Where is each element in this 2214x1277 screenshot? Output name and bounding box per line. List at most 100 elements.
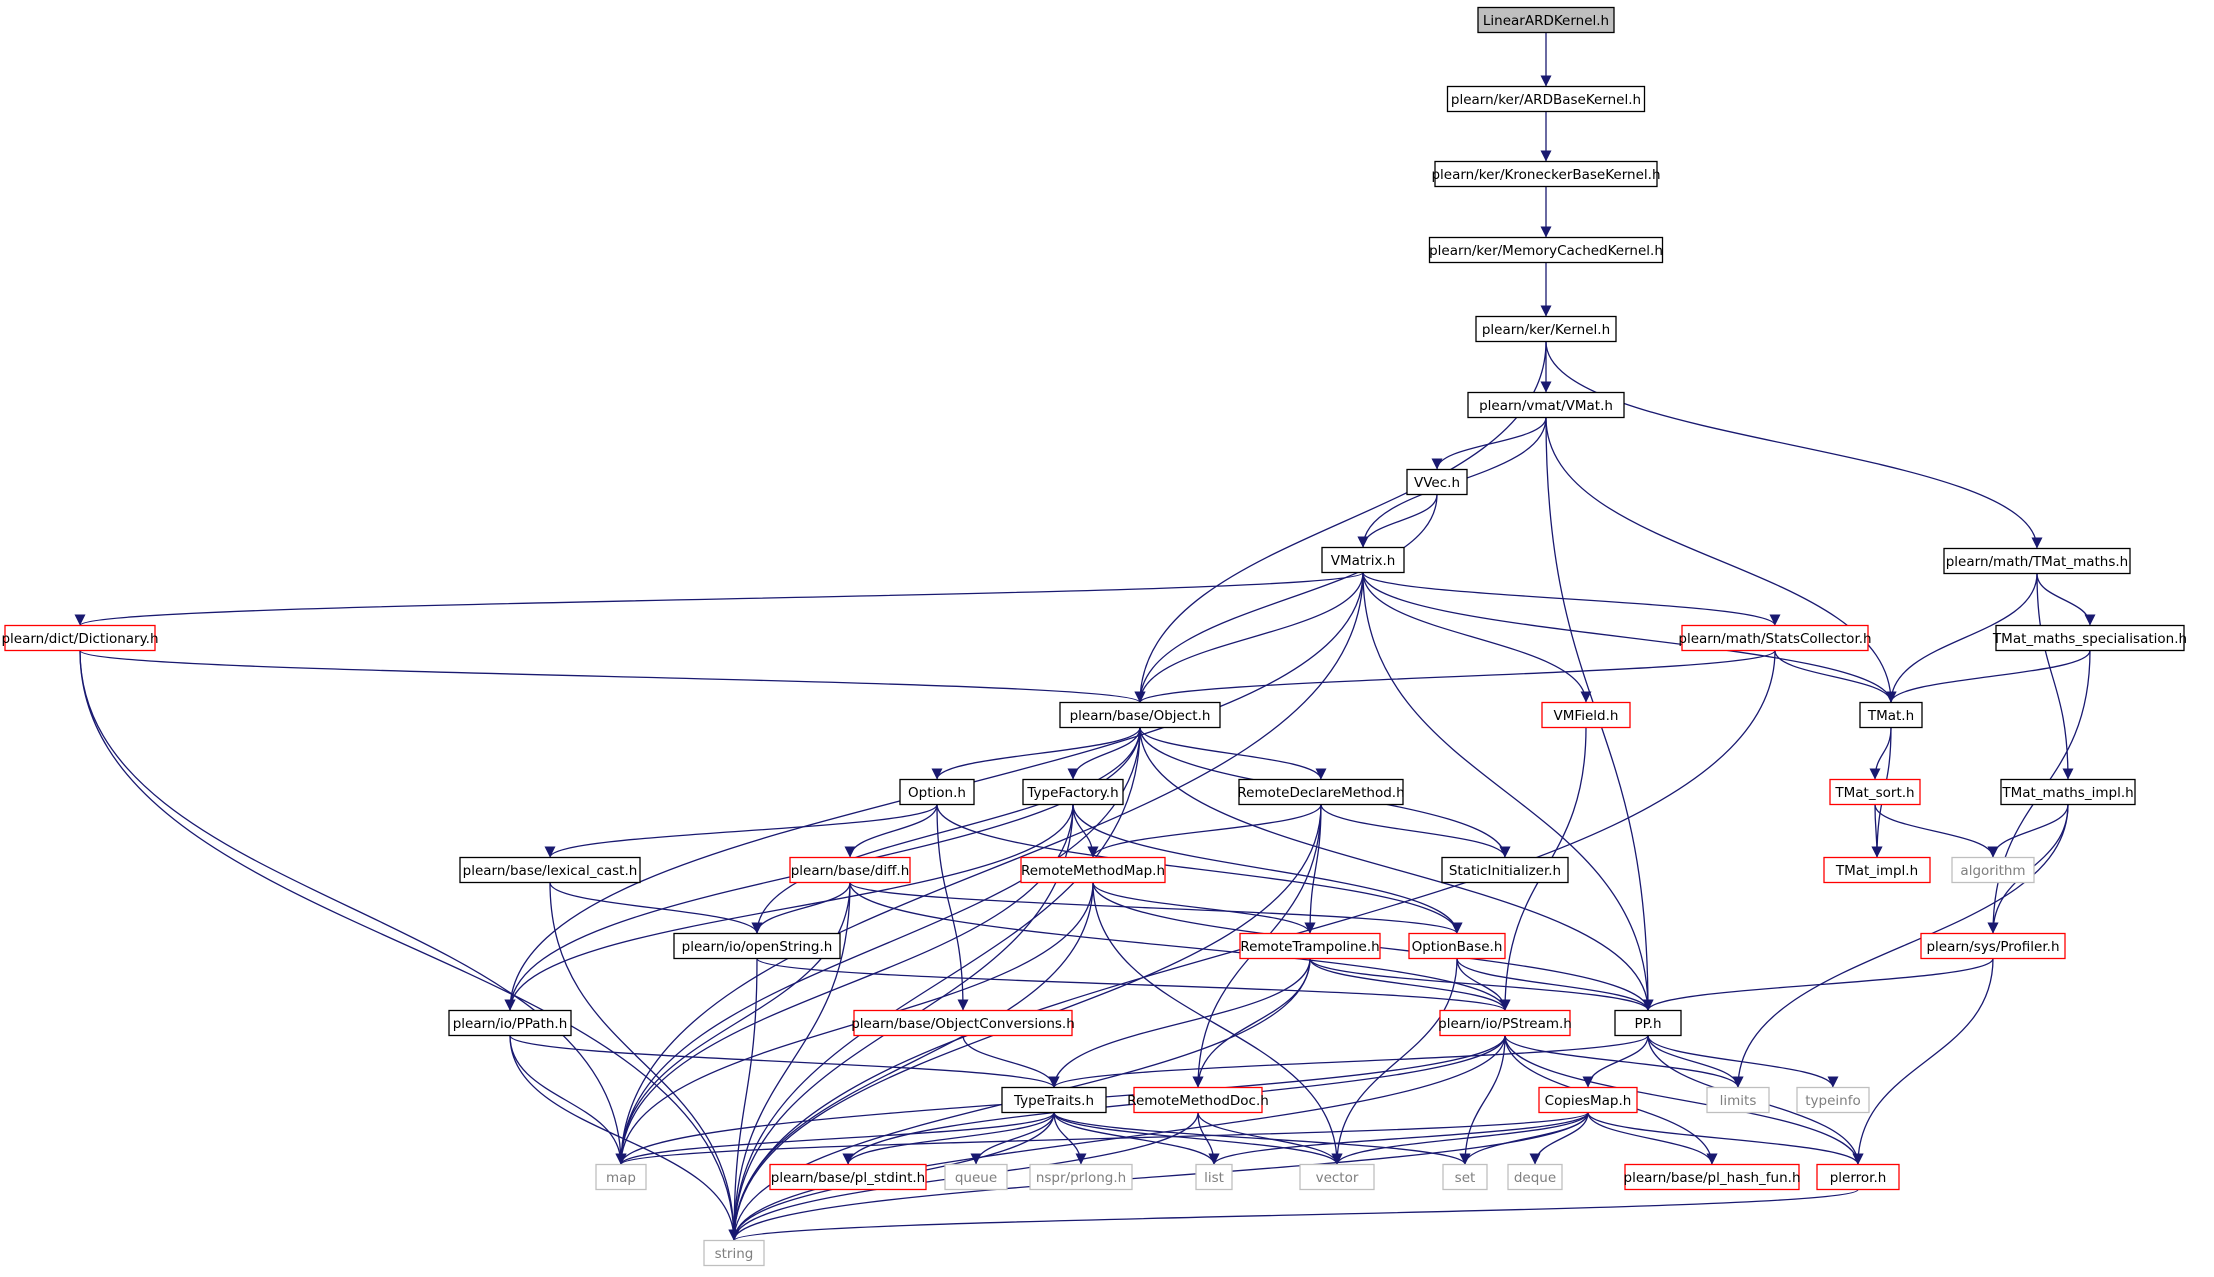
node-tmat[interactable]: TMat.h: [1859, 701, 1923, 729]
node-box: [459, 856, 641, 884]
node-tmsort[interactable]: TMat_sort.h: [1829, 778, 1921, 806]
node-rmdoc[interactable]: RemoteMethodDoc.h: [1127, 1086, 1269, 1114]
node-tmatimpl[interactable]: TMat_impl.h: [1823, 856, 1931, 884]
node-optionbase[interactable]: OptionBase.h: [1408, 932, 1506, 960]
node-vmfield[interactable]: VMField.h: [1541, 701, 1631, 729]
node-label: plearn/io/PStream.h: [1438, 1016, 1572, 1032]
node-profiler[interactable]: plearn/sys/Profiler.h: [1920, 932, 2066, 960]
node-label: plearn/base/lexical_cast.h: [463, 863, 638, 879]
node-label: VVec.h: [1414, 475, 1460, 491]
edge-openstring-to-pstream: [756, 957, 1511, 1012]
node-ardbase[interactable]: plearn/ker/ARDBaseKernel.h: [1446, 85, 1646, 113]
node-rmm[interactable]: RemoteMethodMap.h: [1020, 856, 1166, 884]
node-plstdint[interactable]: plearn/base/pl_stdint.h: [769, 1163, 927, 1191]
node-diff[interactable]: plearn/base/diff.h: [789, 856, 911, 884]
node-box: [448, 1009, 572, 1037]
node-kernel[interactable]: plearn/ker/Kernel.h: [1475, 315, 1617, 343]
node-ppath[interactable]: plearn/io/PPath.h: [448, 1009, 572, 1037]
node-vvec[interactable]: VVec.h: [1406, 468, 1468, 496]
node-label: algorithm: [1960, 863, 2025, 879]
node-label: plerror.h: [1830, 1170, 1887, 1186]
node-dict[interactable]: plearn/dict/Dictionary.h: [1, 624, 159, 652]
node-box: [1238, 778, 1404, 806]
edge-pstream-to-plerror: [1504, 1035, 1864, 1165]
node-box: [1681, 624, 1869, 652]
node-kron[interactable]: plearn/ker/KroneckerBaseKernel.h: [1431, 160, 1661, 188]
edge-plerror-to-string: [728, 1188, 1859, 1242]
node-vmat[interactable]: plearn/vmat/VMat.h: [1467, 391, 1625, 419]
node-box: [944, 1163, 1008, 1191]
node-plerror[interactable]: plerror.h: [1816, 1163, 1900, 1191]
node-tmspec[interactable]: TMat_maths_specialisation.h: [1992, 624, 2187, 652]
edge-typetraits-to-queue: [970, 1112, 1055, 1165]
node-label: VMatrix.h: [1331, 553, 1396, 569]
node-pp[interactable]: PP.h: [1614, 1009, 1682, 1037]
node-copiesmap[interactable]: CopiesMap.h: [1538, 1086, 1638, 1114]
node-label: TypeFactory.h: [1026, 785, 1118, 801]
node-label: plearn/sys/Profiler.h: [1926, 939, 2059, 955]
node-box: [1406, 468, 1468, 496]
edge-stats-to-tmat: [1774, 650, 1897, 703]
node-pstream[interactable]: plearn/io/PStream.h: [1438, 1009, 1572, 1037]
edge-vmatrix-to-pp: [1362, 572, 1654, 1011]
edge-rdm-to-rmm: [1087, 804, 1322, 858]
node-list: list: [1195, 1163, 1233, 1191]
node-staticinit[interactable]: StaticInitializer.h: [1441, 856, 1569, 884]
node-vmatrix[interactable]: VMatrix.h: [1321, 546, 1405, 574]
node-openstring[interactable]: plearn/io/openString.h: [673, 932, 841, 960]
node-algorithm: algorithm: [1951, 856, 2035, 884]
edge-tmimpl-to-limits: [1732, 804, 2069, 1088]
node-label: plearn/io/PPath.h: [453, 1016, 568, 1032]
edge-copiesmap-to-hashfun: [1587, 1112, 1718, 1165]
node-box: [1829, 778, 1921, 806]
edge-option-to-objconv: [936, 804, 969, 1011]
node-typefactory[interactable]: TypeFactory.h: [1022, 778, 1124, 806]
node-tmimpl[interactable]: TMat_maths_impl.h: [2000, 778, 2136, 806]
node-object[interactable]: plearn/base/Object.h: [1059, 701, 1221, 729]
node-box: [899, 778, 975, 806]
node-label: RemoteMethodDoc.h: [1127, 1093, 1269, 1109]
node-typetraits[interactable]: TypeTraits.h: [1001, 1086, 1107, 1114]
node-box: [1022, 778, 1124, 806]
node-label: plearn/ker/KroneckerBaseKernel.h: [1431, 167, 1660, 183]
node-box: [1434, 160, 1658, 188]
edge-vmat-to-tmat: [1545, 417, 1897, 703]
edge-option-to-lexcast: [544, 804, 938, 858]
node-box: [4, 624, 156, 652]
node-linear[interactable]: LinearARDKernel.h: [1477, 6, 1615, 34]
edge-typefactory-to-ppath: [504, 804, 1074, 1011]
node-rdm[interactable]: RemoteDeclareMethod.h: [1237, 778, 1405, 806]
edge-dict-to-string: [79, 650, 740, 1241]
edge-remotetramp-to-pp: [1309, 958, 1654, 1011]
edge-typefactory-to-rmm: [1072, 804, 1099, 858]
node-box: [1195, 1163, 1233, 1191]
node-box: [1475, 315, 1617, 343]
node-objconv[interactable]: plearn/base/ObjectConversions.h: [851, 1009, 1075, 1037]
node-box: [1467, 391, 1625, 419]
edge-typetraits-to-nspr: [1053, 1112, 1087, 1165]
node-box: [1541, 701, 1631, 729]
edge-copiesmap-to-plerror: [1587, 1112, 1864, 1165]
node-label: LinearARDKernel.h: [1483, 13, 1609, 29]
node-set: set: [1442, 1163, 1488, 1191]
node-label: queue: [955, 1170, 997, 1186]
node-box: [1624, 1163, 1800, 1191]
node-tmatmaths[interactable]: plearn/math/TMat_maths.h: [1943, 547, 2131, 575]
node-remotetramp[interactable]: RemoteTrampoline.h: [1239, 932, 1381, 960]
node-memcache[interactable]: plearn/ker/MemoryCachedKernel.h: [1428, 236, 1664, 264]
node-stats[interactable]: plearn/math/StatsCollector.h: [1678, 624, 1872, 652]
edge-diff-to-openstring: [751, 882, 851, 934]
node-option[interactable]: Option.h: [899, 778, 975, 806]
node-box: [1408, 932, 1506, 960]
node-hashfun[interactable]: plearn/base/pl_hash_fun.h: [1624, 1163, 1801, 1191]
node-label: TMat_sort.h: [1834, 785, 1914, 801]
edge-object-to-option: [931, 727, 1141, 780]
node-lexcast[interactable]: plearn/base/lexical_cast.h: [459, 856, 641, 884]
edge-vmatrix-to-object: [1134, 572, 1364, 703]
edge-rmdoc-to-vector: [1197, 1112, 1343, 1165]
edge-object-to-openstring: [751, 727, 1141, 934]
node-label: plearn/ker/ARDBaseKernel.h: [1451, 92, 1641, 108]
edge-tmspec-to-tmat: [1885, 650, 2091, 703]
edge-vmatrix-to-tmat: [1362, 572, 1897, 703]
